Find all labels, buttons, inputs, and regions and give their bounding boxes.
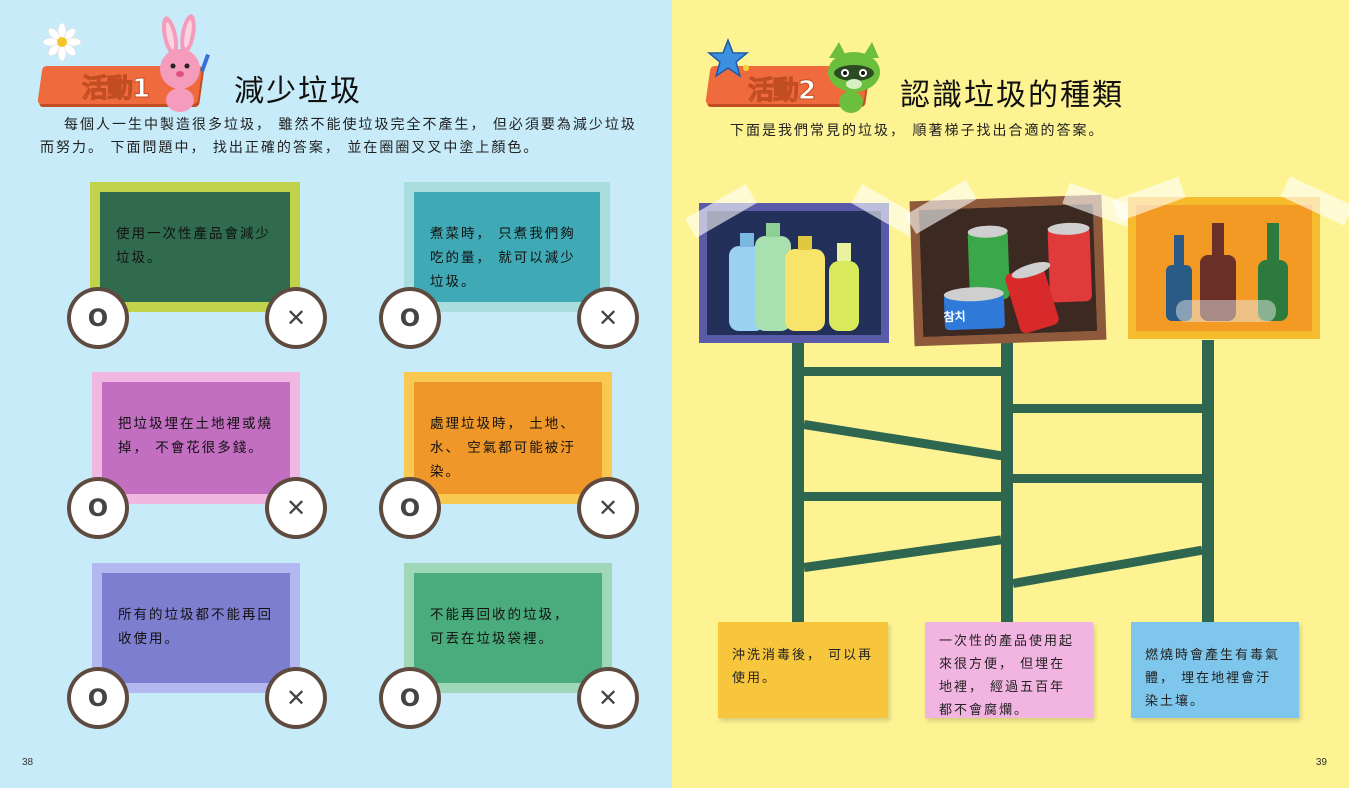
flower-icon [42, 22, 82, 62]
question-card: 煮菜時， 只煮我們夠吃的量， 就可以減少垃圾。 [404, 182, 610, 312]
ladder-rung [1013, 404, 1202, 413]
ladder-rung [1012, 545, 1203, 588]
page-number: 39 [1315, 757, 1327, 768]
bunny-icon [160, 14, 210, 112]
question-text: 處理垃圾時， 土地、 水、 空氣都可能被汙染。 [414, 382, 602, 494]
o-button[interactable]: O [379, 667, 441, 729]
x-icon: ✕ [581, 671, 635, 725]
question-card: 所有的垃圾都不能再回收使用。 [92, 563, 300, 693]
x-icon: ✕ [269, 671, 323, 725]
question-card: 使用一次性產品會減少垃圾。 [90, 182, 300, 312]
o-icon: O [71, 671, 125, 725]
left-page: 活動1 減少垃圾 每個人一生中製造很多垃圾， 雖然不能使垃圾完全不產生， 但必須… [0, 0, 672, 788]
activity1-intro: 每個人一生中製造很多垃圾， 雖然不能使垃圾完全不產生， 但必須要為減少垃圾而努力… [40, 117, 637, 156]
o-icon: O [383, 291, 437, 345]
question-card: 處理垃圾時， 土地、 水、 空氣都可能被汙染。 [404, 372, 612, 504]
cans-photo: 참치 [909, 194, 1107, 347]
can-label: 참치 [943, 309, 966, 325]
x-button[interactable]: ✕ [577, 667, 639, 729]
glass-bottles-icon [1136, 205, 1312, 331]
page-number: 38 [22, 757, 34, 768]
ladder-rung [803, 535, 1002, 572]
answer-note: 一次性的產品使用起來很方便， 但埋在地裡， 經過五百年都不會腐爛。 [925, 622, 1093, 718]
question-card: 不能再回收的垃圾， 可丟在垃圾袋裡。 [404, 563, 612, 693]
activity1-label: 活動1 [81, 74, 150, 105]
ladder-post [1001, 340, 1013, 622]
star-icon [706, 38, 750, 78]
question-text: 把垃圾埋在土地裡或燒掉， 不會花很多錢。 [102, 382, 290, 494]
x-icon: ✕ [269, 291, 323, 345]
o-button[interactable]: O [67, 287, 129, 349]
answer-note: 燃燒時會產生有毒氣體， 埋在地裡會汙染土壤。 [1131, 622, 1299, 718]
ladder-rung [1013, 474, 1202, 483]
o-button[interactable]: O [67, 477, 129, 539]
ladder-rung [803, 420, 1003, 461]
x-button[interactable]: ✕ [577, 287, 639, 349]
o-button[interactable]: O [379, 477, 441, 539]
question-card: 把垃圾埋在土地裡或燒掉， 不會花很多錢。 [92, 372, 300, 504]
question-text: 不能再回收的垃圾， 可丟在垃圾袋裡。 [414, 573, 602, 683]
x-button[interactable]: ✕ [265, 477, 327, 539]
x-button[interactable]: ✕ [265, 287, 327, 349]
x-button[interactable]: ✕ [577, 477, 639, 539]
x-icon: ✕ [269, 481, 323, 535]
ladder-rung [804, 492, 1001, 501]
ladder-rung [804, 367, 1001, 376]
glass-bottles-photo [1128, 197, 1320, 339]
x-icon: ✕ [581, 481, 635, 535]
ladder-post [1202, 340, 1214, 622]
x-button[interactable]: ✕ [265, 667, 327, 729]
ladder-post [792, 340, 804, 622]
question-text: 所有的垃圾都不能再回收使用。 [102, 573, 290, 683]
plastic-bottles-icon [707, 211, 881, 335]
plastic-bottles-photo [699, 203, 889, 343]
o-button[interactable]: O [67, 667, 129, 729]
right-page: 活動2 認識垃圾的種類 下面是我們常見的垃圾， 順著梯子找出合適的答案。 [672, 0, 1349, 788]
activity1-title: 減少垃圾 [234, 74, 362, 109]
o-icon: O [383, 671, 437, 725]
activity2-intro: 下面是我們常見的垃圾， 順著梯子找出合適的答案。 [730, 123, 1105, 139]
o-icon: O [71, 291, 125, 345]
question-text: 使用一次性產品會減少垃圾。 [100, 192, 290, 302]
raccoon-icon [828, 42, 880, 113]
cans-icon [918, 204, 1098, 337]
answer-note: 沖洗消毒後， 可以再使用。 [718, 622, 888, 718]
x-icon: ✕ [581, 291, 635, 345]
o-icon: O [383, 481, 437, 535]
o-button[interactable]: O [379, 287, 441, 349]
activity2-title: 認識垃圾的種類 [900, 78, 1124, 113]
question-text: 煮菜時， 只煮我們夠吃的量， 就可以減少垃圾。 [414, 192, 600, 302]
o-icon: O [71, 481, 125, 535]
activity2-label: 活動2 [747, 76, 816, 107]
